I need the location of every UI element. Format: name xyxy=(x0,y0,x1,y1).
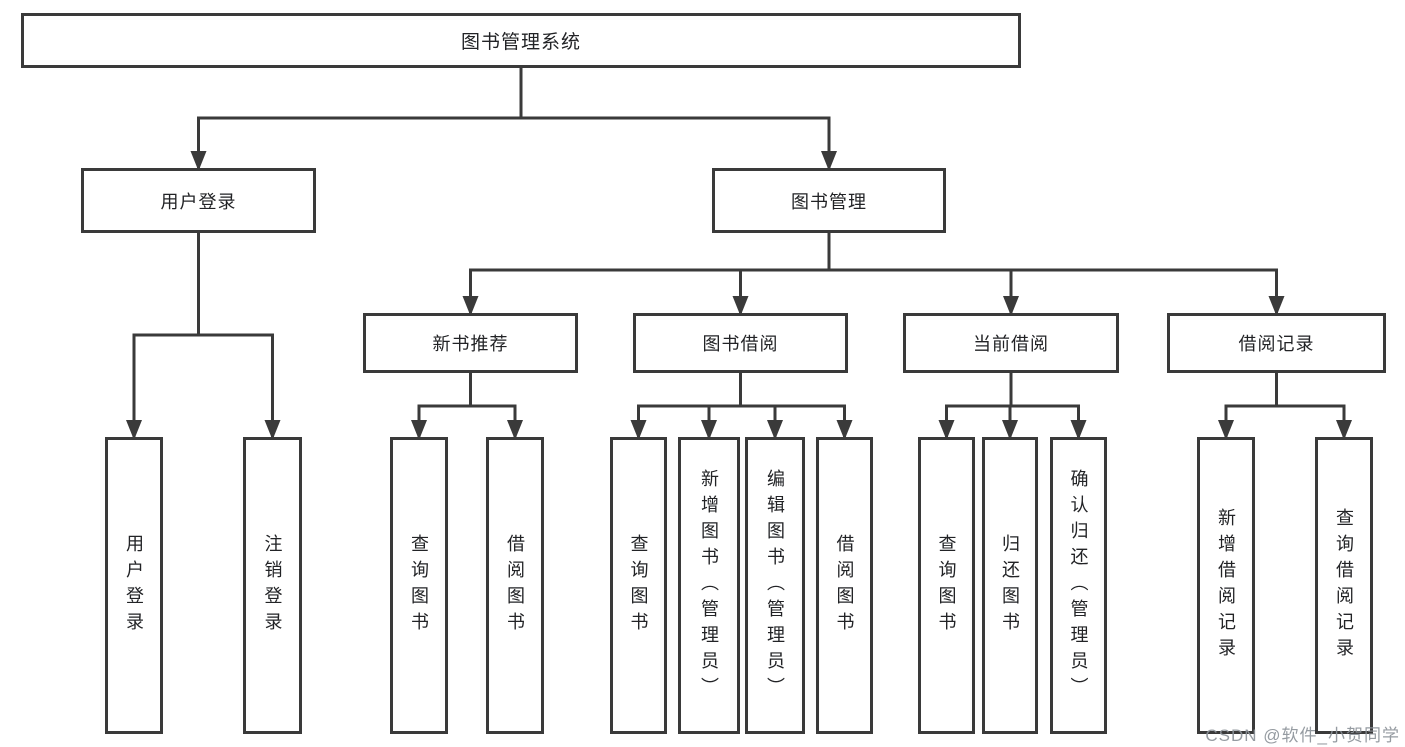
node-leaf-borrow-book-1: 借阅图书 xyxy=(486,437,544,734)
node-label: 当前借阅 xyxy=(973,334,1049,354)
node-leaf-user-login: 用户登录 xyxy=(105,437,163,734)
node-label: 图书管理系统 xyxy=(460,32,581,53)
node-label: 借阅图书 xyxy=(834,533,855,638)
node-leaf-query-book-3: 查询图书 xyxy=(918,437,975,734)
csdn-watermark: CSDN @软件_小贺同学 xyxy=(1205,726,1400,745)
node-label: 确认归还（管理员） xyxy=(1068,468,1089,703)
node-label: 用户登录 xyxy=(160,191,237,212)
node-leaf-confirm-return: 确认归还（管理员） xyxy=(1050,437,1107,734)
node-label: 借阅图书 xyxy=(505,533,525,638)
node-leaf-query-book-2: 查询图书 xyxy=(610,437,667,734)
node-book-mgmt: 图书管理 xyxy=(712,168,946,233)
node-label: 图书借阅 xyxy=(702,334,779,354)
node-leaf-query-book-1: 查询图书 xyxy=(390,437,448,734)
node-user-login: 用户登录 xyxy=(81,168,316,233)
node-current-borrow: 当前借阅 xyxy=(903,313,1119,373)
node-label: 用户登录 xyxy=(124,533,144,638)
node-root: 图书管理系统 xyxy=(21,13,1021,68)
node-borrow-records: 借阅记录 xyxy=(1167,313,1386,373)
node-leaf-add-book: 新增图书（管理员） xyxy=(678,437,740,734)
node-leaf-borrow-book-2: 借阅图书 xyxy=(816,437,873,734)
node-label: 新书推荐 xyxy=(432,334,509,354)
node-label: 编辑图书（管理员） xyxy=(765,468,785,703)
node-label: 查询图书 xyxy=(628,533,649,638)
node-leaf-return-book: 归还图书 xyxy=(982,437,1038,734)
node-label: 新增图书（管理员） xyxy=(699,468,719,703)
node-leaf-add-record: 新增借阅记录 xyxy=(1197,437,1255,734)
node-label: 查询借阅记录 xyxy=(1334,507,1354,664)
node-new-book-rec: 新书推荐 xyxy=(363,313,578,373)
node-label: 借阅记录 xyxy=(1238,334,1315,354)
node-leaf-query-record: 查询借阅记录 xyxy=(1315,437,1373,734)
node-label: 图书管理 xyxy=(791,191,867,212)
node-leaf-logout: 注销登录 xyxy=(243,437,302,734)
node-label: 注销登录 xyxy=(262,533,283,638)
node-label: 查询图书 xyxy=(936,533,957,638)
node-label: 新增借阅记录 xyxy=(1216,507,1236,664)
node-label: 归还图书 xyxy=(1000,533,1020,638)
node-label: 查询图书 xyxy=(409,533,429,638)
node-leaf-edit-book: 编辑图书（管理员） xyxy=(745,437,805,734)
node-book-borrow: 图书借阅 xyxy=(633,313,848,373)
